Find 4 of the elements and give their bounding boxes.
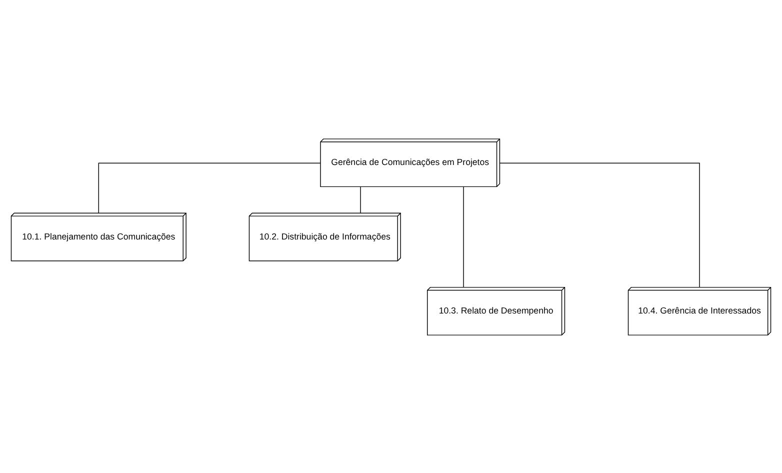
connector (98, 162, 321, 213)
connector (360, 186, 361, 213)
connector (463, 186, 464, 288)
connector (500, 162, 700, 287)
